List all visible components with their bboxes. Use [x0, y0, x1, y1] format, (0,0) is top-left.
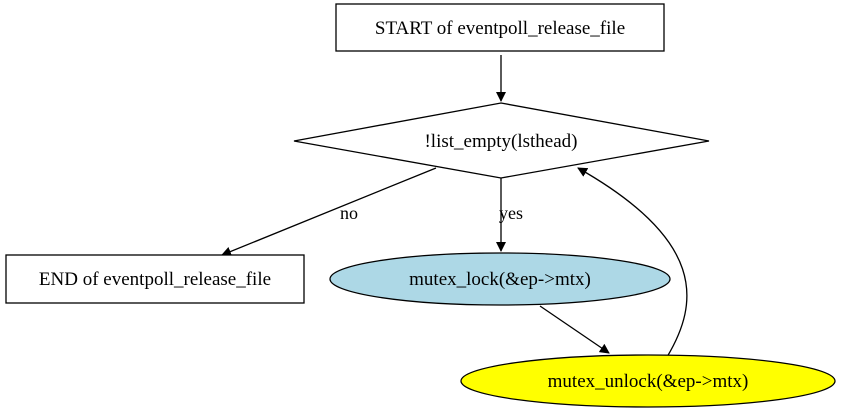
node-start-label: START of eventpoll_release_file — [375, 18, 625, 39]
node-end-label: END of eventpoll_release_file — [39, 269, 271, 290]
edge-label-yes: yes — [499, 203, 523, 223]
node-unlock-ellipse — [460, 354, 836, 408]
node-start: START of eventpoll_release_file — [335, 3, 665, 52]
edge-label-no: no — [340, 203, 358, 223]
node-unlock-label: mutex_unlock(&ep->mtx) — [548, 371, 749, 392]
node-end: END of eventpoll_release_file — [5, 254, 305, 304]
node-lock-ellipse — [329, 252, 671, 306]
node-lock-label: mutex_lock(&ep->mtx) — [409, 269, 591, 290]
node-decision: !list_empty(lsthead) — [293, 102, 710, 179]
edge-decision-to-end — [221, 167, 437, 257]
edge-unlock-to-decision — [577, 167, 688, 358]
node-lock: mutex_lock(&ep->mtx) — [329, 252, 671, 306]
edges: no yes — [221, 55, 688, 358]
node-start-box — [335, 3, 665, 52]
node-decision-label: !list_empty(lsthead) — [424, 131, 577, 152]
edge-lock-to-unlock — [539, 305, 610, 354]
node-unlock: mutex_unlock(&ep->mtx) — [460, 354, 836, 408]
node-end-box — [5, 254, 305, 304]
node-decision-diamond — [293, 102, 710, 179]
